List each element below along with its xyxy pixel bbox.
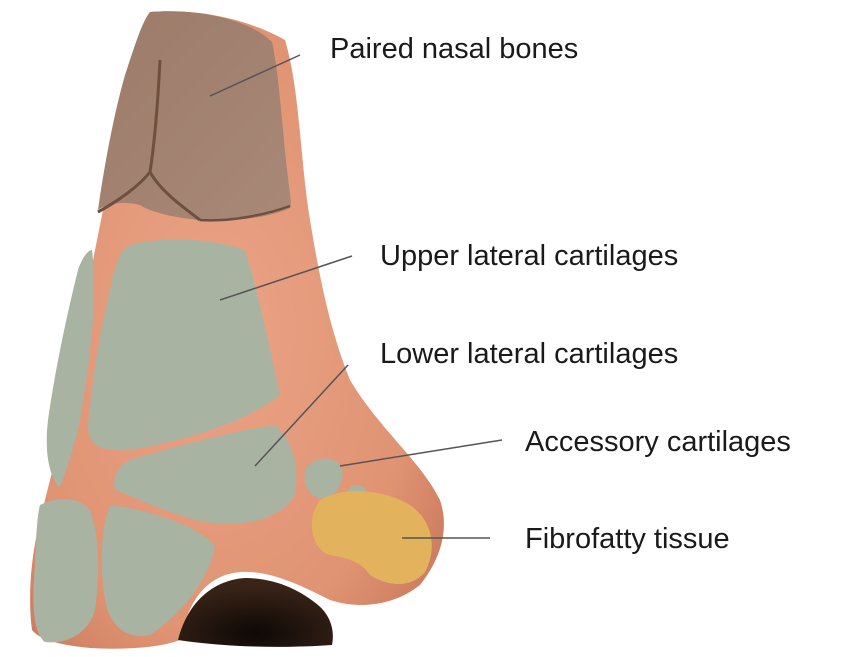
nasal-bones bbox=[98, 11, 291, 220]
label-fibrofatty-tissue: Fibrofatty tissue bbox=[525, 523, 730, 555]
label-upper-lateral-cartilages: Upper lateral cartilages bbox=[380, 240, 678, 272]
lower-cartilage-left bbox=[33, 499, 98, 642]
label-paired-nasal-bones: Paired nasal bones bbox=[330, 33, 578, 65]
label-accessory-cartilages: Accessory cartilages bbox=[525, 426, 791, 458]
label-lower-lateral-cartilages: Lower lateral cartilages bbox=[380, 338, 678, 370]
